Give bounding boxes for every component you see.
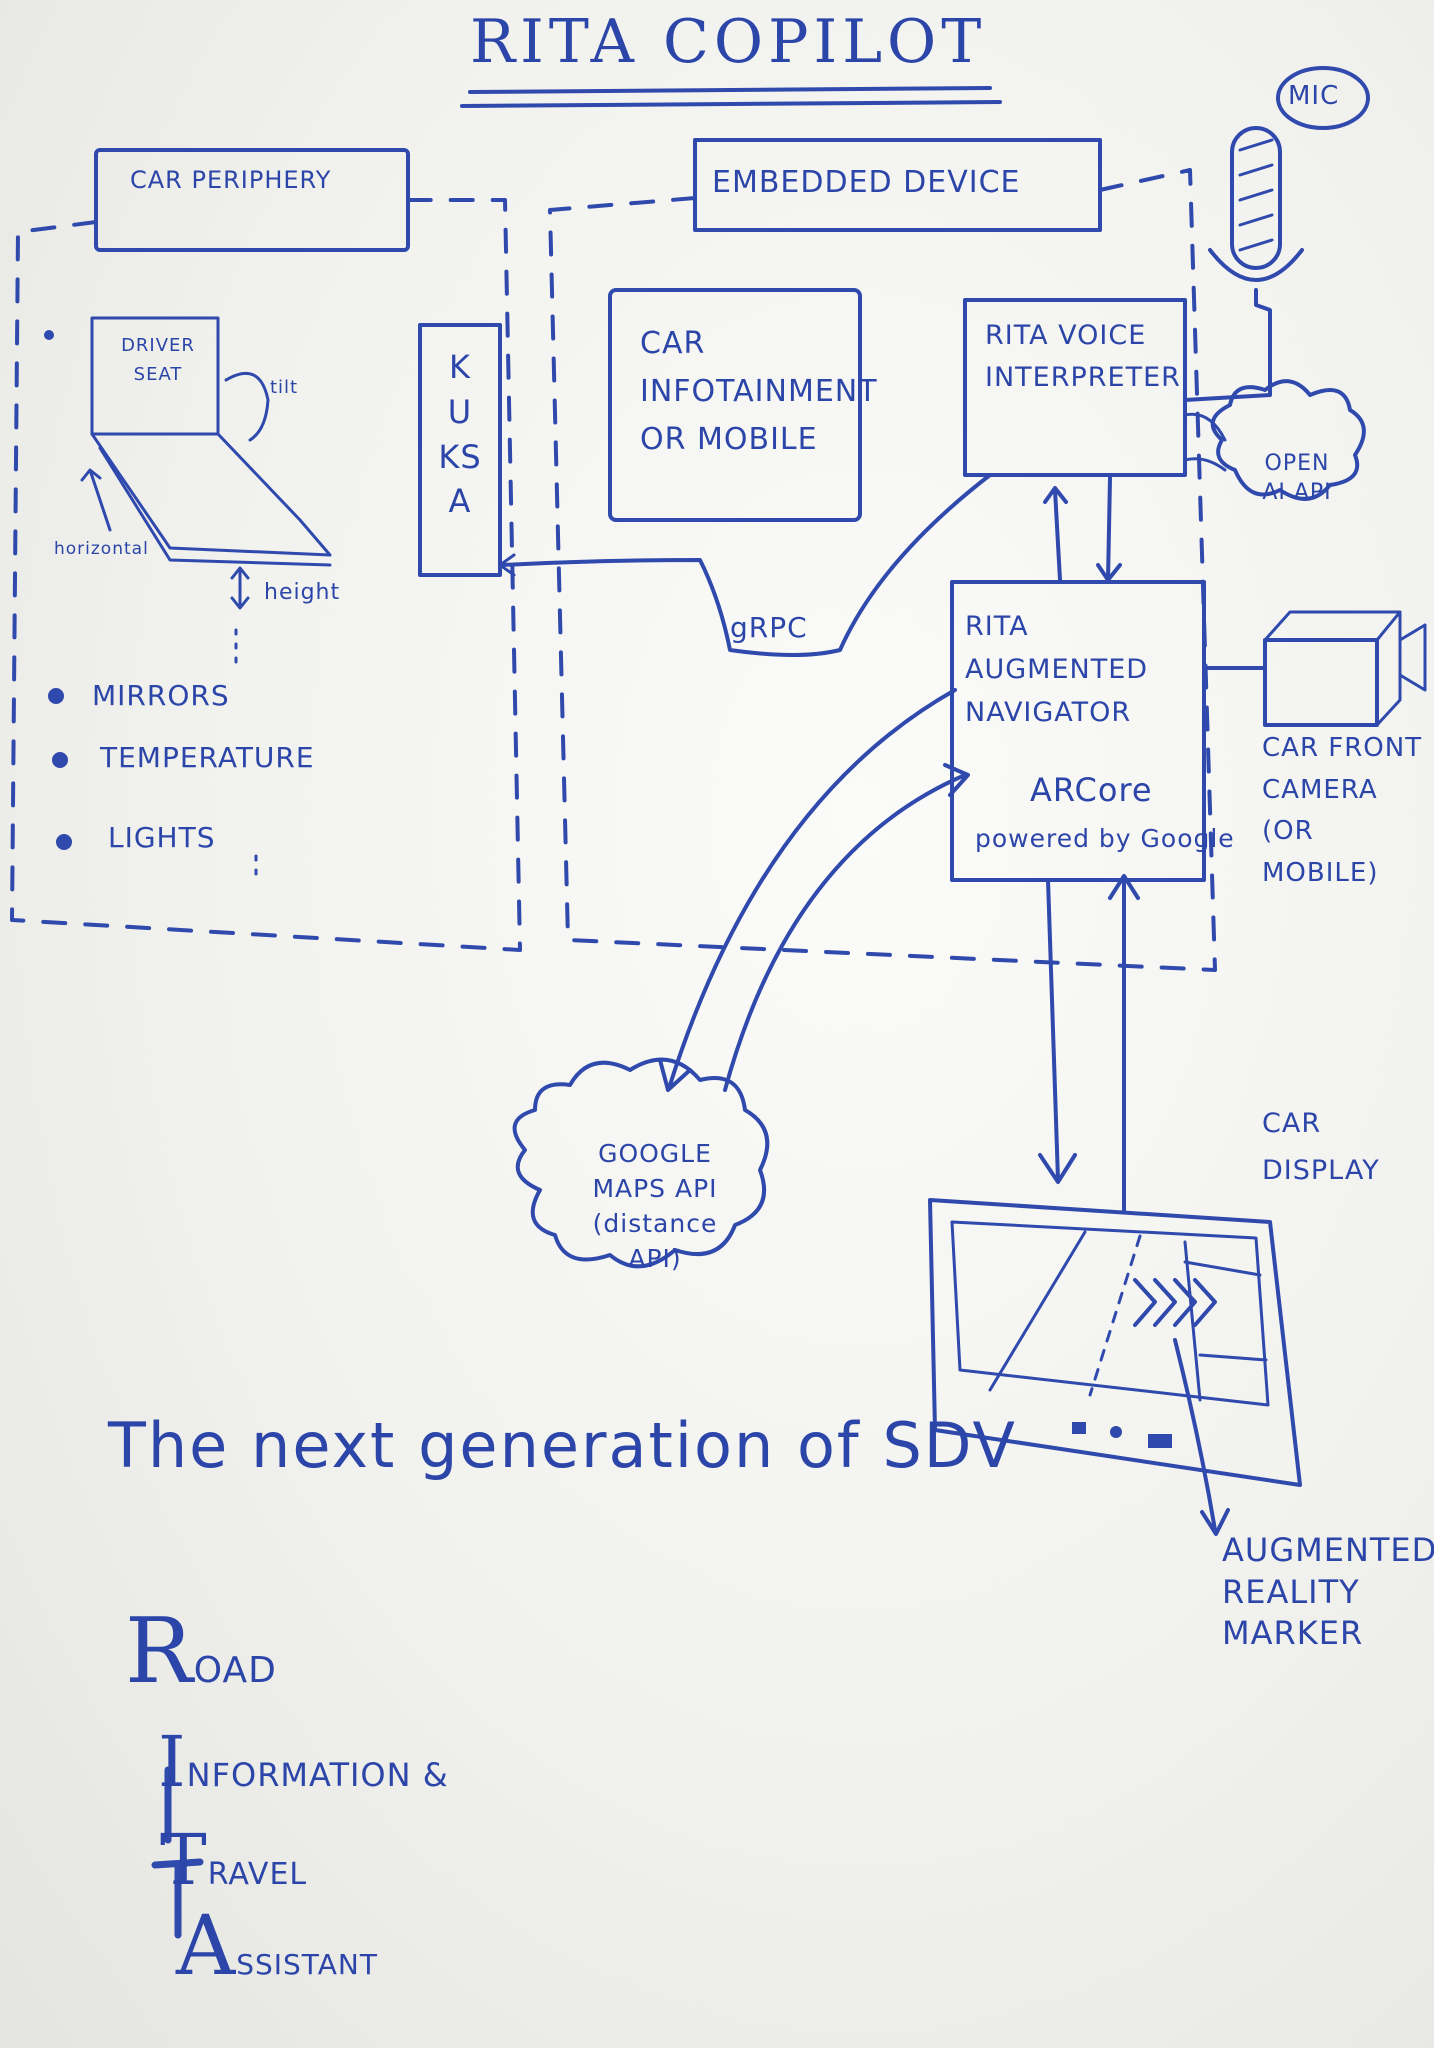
navigator-label: RITA AUGMENTED NAVIGATOR [965,611,1149,729]
voice-to-nav-arrow [1096,476,1122,582]
grpc-label: gRPC [730,611,808,644]
acronym-information: INFORMATION & [158,1722,449,1803]
mic-label-bubble [1276,66,1370,130]
ar-marker-arrow [1173,1338,1230,1536]
tagline: The next generation of SDV [108,1409,1017,1482]
ar-marker-label: AUGMENTED REALITY MARKER [1222,1531,1434,1653]
mirrors-bullet [48,688,64,704]
road-right [1183,1240,1268,1402]
height-arrow [230,566,250,610]
car-periphery-boundary [10,198,522,952]
acronym-word: SSISTANT [236,1948,378,1981]
acronym-road: ROAD [125,1600,277,1704]
mic-cable [1183,288,1272,402]
ar-chevrons [1133,1278,1217,1327]
acronym-letter: R [125,1599,194,1704]
mic-label: MIC [1288,81,1340,111]
driver-seat-label: DRIVER SEAT [121,335,195,385]
camera-top [1263,610,1402,727]
arcore-label: ARCore [1030,771,1153,809]
openai-label: OPEN AI API [1262,451,1332,505]
letter-t-stroke [151,1858,204,1939]
mic-holder [1208,248,1304,282]
nav-to-voice-arrow [1043,486,1068,582]
acronym-assistant: ASSISTANT [176,1899,378,1994]
kuksa-box [418,323,502,577]
voice-interpreter-box [963,298,1187,477]
mirrors-label: MIRRORS [92,679,230,712]
display-button-right [1148,1434,1172,1448]
title-underline-2 [460,100,1002,108]
voice-interpreter-label: RITA VOICE INTERPRETER [985,320,1181,393]
lights-label: LIGHTS [108,821,216,854]
maps-to-nav-arrow [723,763,970,1092]
embedded-device-label: EMBEDDED DEVICE [712,165,1021,200]
openai-to-voice-arrow [1183,457,1227,472]
driver-seat-base [90,432,332,557]
openai-cloud [1210,379,1366,501]
navigator-box [950,580,1206,882]
page-title: RITA COPILOT [470,7,987,77]
nav-to-maps-arrow [658,688,957,1092]
infotainment-box [608,288,862,522]
acronym-travel: TRAVEL [160,1820,307,1901]
temperature-bullet [52,752,68,768]
mic-grille [1238,138,1274,252]
title-underline [468,86,992,94]
voice-to-openai-arrow [1183,412,1227,442]
temperature-label: TEMPERATURE [100,741,315,774]
grpc-arrowhead [498,553,516,577]
acronym-word: OAD [193,1650,277,1691]
acronym-word: NFORMATION & [186,1756,449,1794]
mic-icon [1230,126,1282,270]
road-center [1088,1234,1142,1397]
camera-label: CAR FRONT CAMERA (OR MOBILE) [1262,733,1423,888]
tilt-label: tilt [270,377,299,398]
car-display-screen [950,1220,1270,1407]
horizontal-arrow [80,468,112,532]
nav-to-display-arrow [1038,878,1077,1184]
acronym-letter: T [160,1819,208,1901]
car-display-label: CAR DISPLAY [1262,1108,1380,1187]
horizontal-label: horizontal [54,539,149,559]
car-periphery-title: CAR PERIPHERY [130,166,332,194]
acronym-letter: A [176,1899,237,1994]
embedded-device-boundary [548,168,1217,972]
acronym-word: RAVEL [207,1857,308,1892]
lights-bullet [56,834,72,850]
acronym-letter: I [158,1721,187,1803]
grpc-connection [500,473,992,657]
maps-api-cloud [512,1057,770,1269]
driver-seat-edge [98,446,332,567]
tilt-arrow [224,371,270,442]
display-button-center [1110,1426,1122,1438]
embedded-device-box [693,138,1102,232]
display-button-left [1072,1422,1086,1434]
seat-bullet [44,330,54,340]
display-to-nav-arrow [1108,874,1140,1212]
driver-seat-back [90,316,220,436]
kuksa-label: KUKSA [438,348,482,521]
car-display-frame [928,1198,1302,1487]
height-label: height [264,580,341,605]
powered-by-label: powered by Google [975,824,1235,853]
maps-api-label: GOOGLE MAPS API (distance API) [592,1139,718,1273]
camera-lens [1398,623,1427,692]
infotainment-label: CAR INFOTAINMENT OR MOBILE [640,326,878,457]
camera-icon [1263,638,1379,727]
road-left [988,1230,1087,1392]
